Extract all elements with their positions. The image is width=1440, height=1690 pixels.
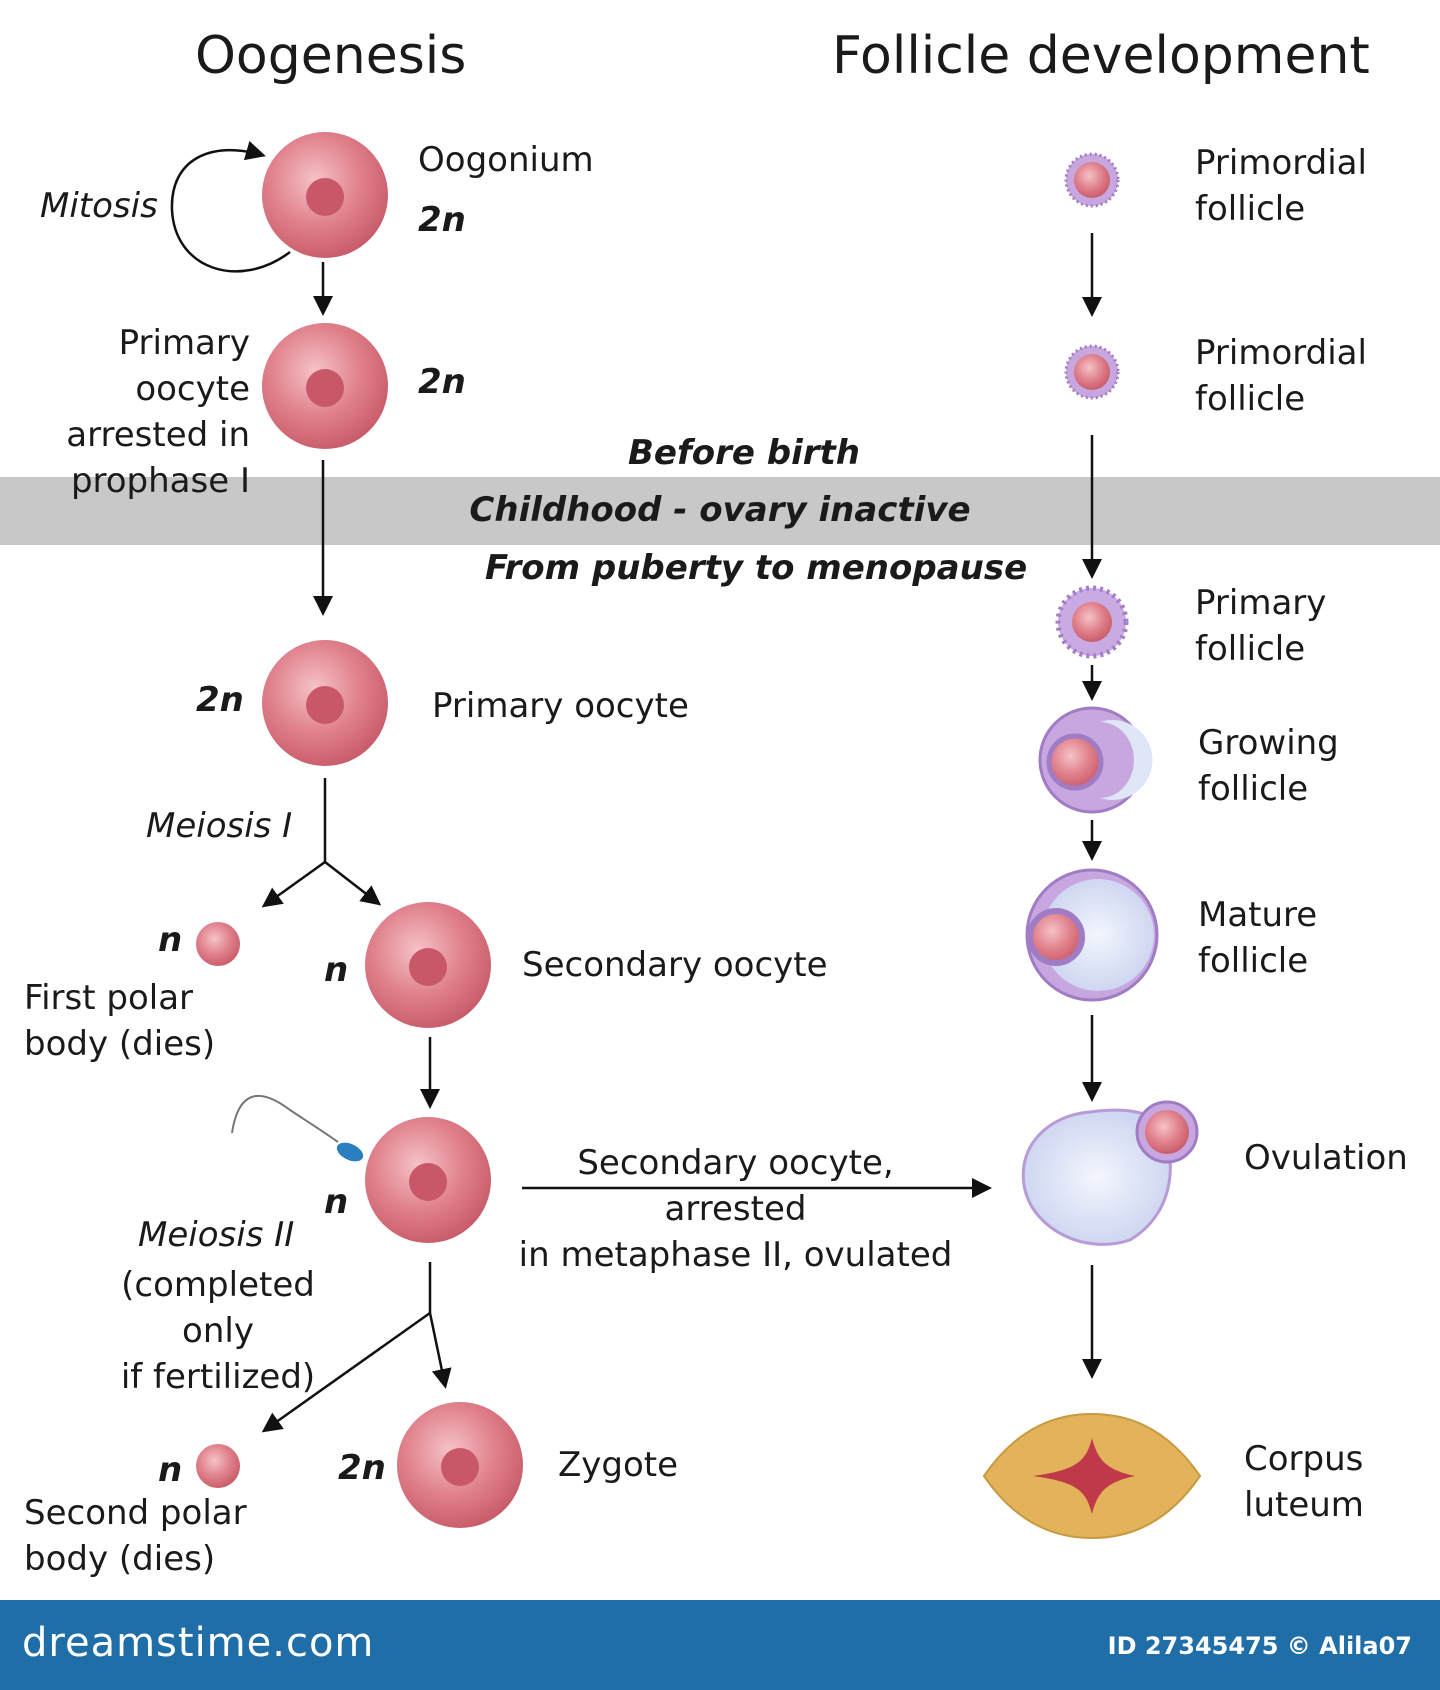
oogenesis-arrows xyxy=(170,140,992,1433)
oogonium-cell xyxy=(262,132,388,258)
arrow-to-first-polar xyxy=(261,860,326,908)
growing-follicle-label: Growing follicle xyxy=(1198,723,1339,809)
first-polar-body-ploidy: n xyxy=(158,920,183,960)
primary-oocyte-label: Primary oocyte xyxy=(432,686,689,726)
primary-oocyte-ploidy: 2n xyxy=(196,680,244,720)
mitosis-label: Mitosis xyxy=(40,186,158,226)
oogenesis-title: Oogenesis xyxy=(195,26,467,86)
primordial-follicle-1-label: Primordial follicle xyxy=(1195,143,1367,229)
growing-follicle xyxy=(1038,706,1153,814)
mature-follicle-label: Mature follicle xyxy=(1198,895,1318,981)
primary-oocyte-arrested-ploidy: 2n xyxy=(418,362,466,402)
mature-follicle xyxy=(1025,868,1159,1002)
fertilized-oocyte-ploidy: n xyxy=(324,1182,349,1222)
arrow-to-zygote xyxy=(428,1312,452,1389)
secondary-oocyte-label: Secondary oocyte xyxy=(522,945,828,985)
arrow-to-secondary xyxy=(324,861,382,906)
childhood-band xyxy=(0,477,1440,545)
secondary-oocyte-ploidy: n xyxy=(324,950,349,990)
ovulation-label: Ovulation xyxy=(1244,1138,1408,1178)
second-polar-body-ploidy: n xyxy=(158,1450,183,1490)
primary-oocyte-arrested-cell xyxy=(262,323,388,449)
primordial-follicle-1 xyxy=(1064,152,1120,208)
mitosis-loop-arrow xyxy=(170,140,291,273)
zygote-cell xyxy=(397,1402,523,1528)
brand-logo: dreamstime.com xyxy=(22,1620,375,1666)
first-polar-body-label: First polar body (dies) xyxy=(24,978,216,1064)
image-id: ID 27345475 © Alila07 xyxy=(1107,1632,1412,1660)
second-polar-body-cell xyxy=(196,1444,240,1488)
fertilized-oocyte-cell xyxy=(365,1117,491,1243)
sperm-icon xyxy=(231,1094,364,1162)
ovulation-follicle xyxy=(1021,1100,1199,1246)
oogenesis-diagram xyxy=(170,132,1202,1540)
primary-follicle xyxy=(1055,585,1129,659)
zygote-label: Zygote xyxy=(558,1445,679,1485)
primordial-follicle-2-label: Primordial follicle xyxy=(1195,333,1367,419)
meiosis-2-note: (completed only if fertilized) xyxy=(120,1265,316,1397)
primary-follicle-label: Primary follicle xyxy=(1195,583,1327,669)
corpus-luteum xyxy=(982,1412,1202,1540)
primordial-follicle-2 xyxy=(1064,344,1120,400)
childhood-label: Childhood - ovary inactive xyxy=(469,490,971,530)
primary-oocyte-cell xyxy=(262,640,388,766)
first-polar-body-cell xyxy=(196,922,240,966)
follicle-development-title: Follicle development xyxy=(832,26,1370,86)
footer-bar: dreamstime.com ID 27345475 © Alila07 xyxy=(0,1600,1440,1690)
primary-oocyte-arrested-label: Primary oocyte arrested in prophase I xyxy=(66,323,250,501)
second-polar-body-label: Second polar body (dies) xyxy=(24,1493,247,1579)
ovulated-oocyte-label: Secondary oocyte, arrested in metaphase … xyxy=(518,1143,953,1275)
corpus-luteum-label: Corpus luteum xyxy=(1244,1439,1364,1525)
oogonium-ploidy: 2n xyxy=(418,200,466,240)
arrow-to-second-polar xyxy=(261,1311,431,1433)
secondary-oocyte-cell xyxy=(365,902,491,1028)
before-birth-label: Before birth xyxy=(628,433,861,473)
puberty-label: From puberty to menopause xyxy=(485,548,1028,588)
oogonium-label: Oogonium xyxy=(418,140,594,180)
meiosis-2-label: Meiosis II xyxy=(138,1215,295,1255)
zygote-ploidy: 2n xyxy=(338,1448,386,1488)
meiosis-1-label: Meiosis I xyxy=(146,806,293,846)
